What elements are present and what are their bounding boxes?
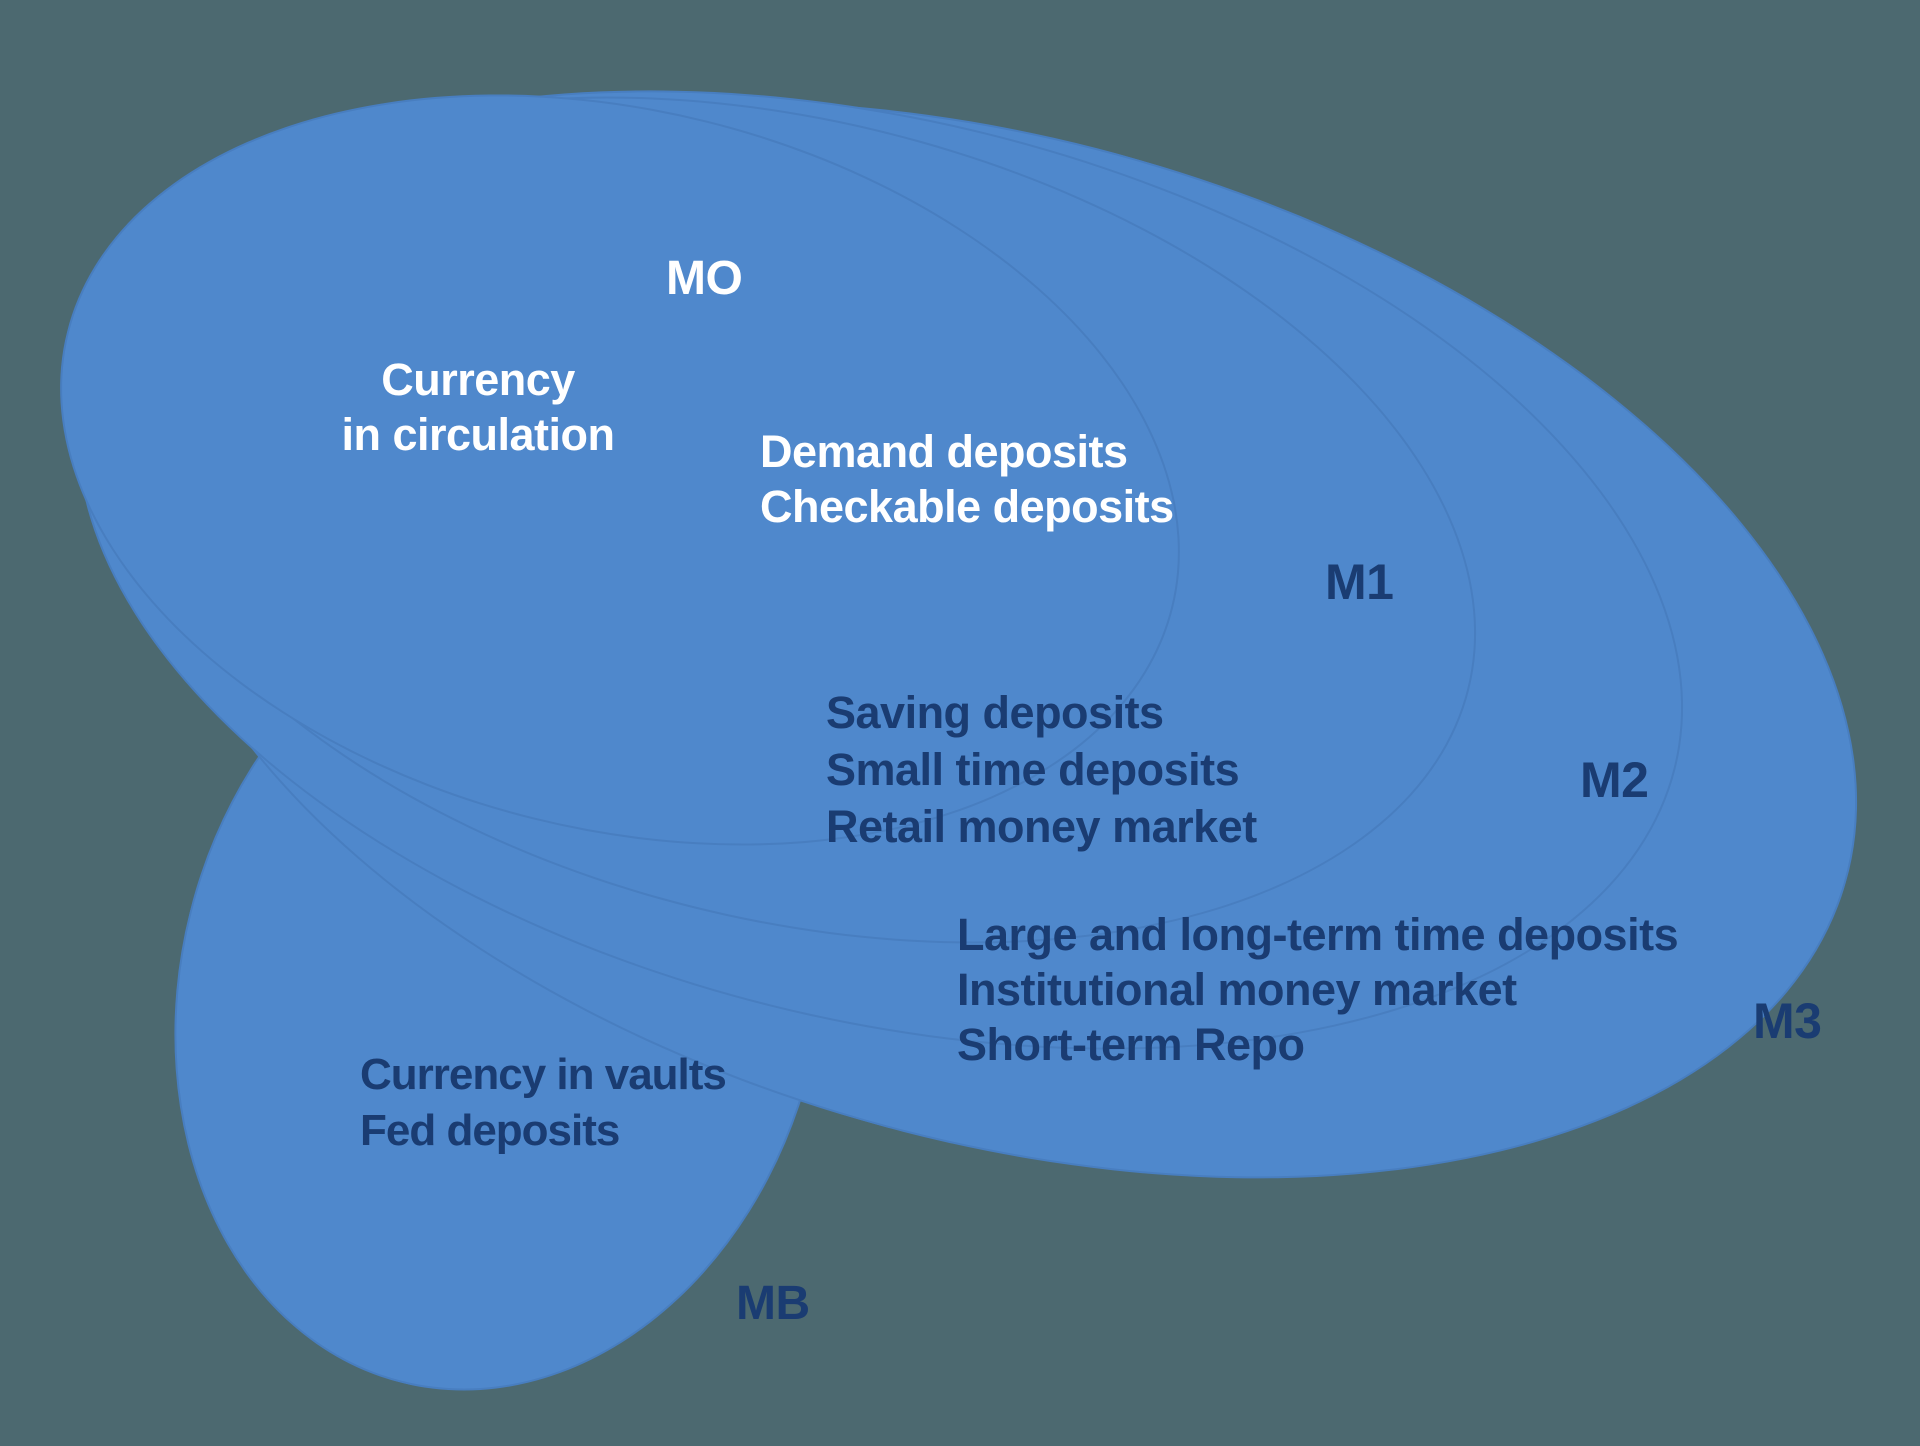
m2-component-line: Saving deposits [826,687,1164,738]
m2-component-line: Small time deposits [826,744,1240,795]
m2-component-items: Saving deposits Small time deposits Reta… [826,684,1257,855]
m1-deposit-line: Checkable deposits [760,481,1174,532]
m1-deposit-items: Demand deposits Checkable deposits [760,424,1174,534]
m0-region-label: MO [666,252,743,305]
m2-region-label: M2 [1580,752,1649,808]
m1-region-label: M1 [1325,554,1394,610]
m0-currency-items: Currency in circulation [278,352,678,462]
m3-component-line: Large and long-term time deposits [957,909,1679,960]
m3-component-line: Short-term Repo [957,1019,1305,1070]
m0-currency-line: Currency [381,354,575,405]
mb-component-line: Fed deposits [360,1106,620,1155]
m3-region-label: M3 [1753,993,1822,1049]
mb-component-items: Currency in vaults Fed deposits [360,1047,727,1159]
m3-component-line: Institutional money market [957,964,1517,1015]
m0-currency-line: in circulation [341,409,615,460]
mb-component-line: Currency in vaults [360,1050,727,1099]
m3-component-items: Large and long-term time deposits Instit… [957,907,1679,1072]
mb-region-label: MB [736,1277,810,1330]
m1-deposit-line: Demand deposits [760,426,1128,477]
m2-component-line: Retail money market [826,801,1257,852]
